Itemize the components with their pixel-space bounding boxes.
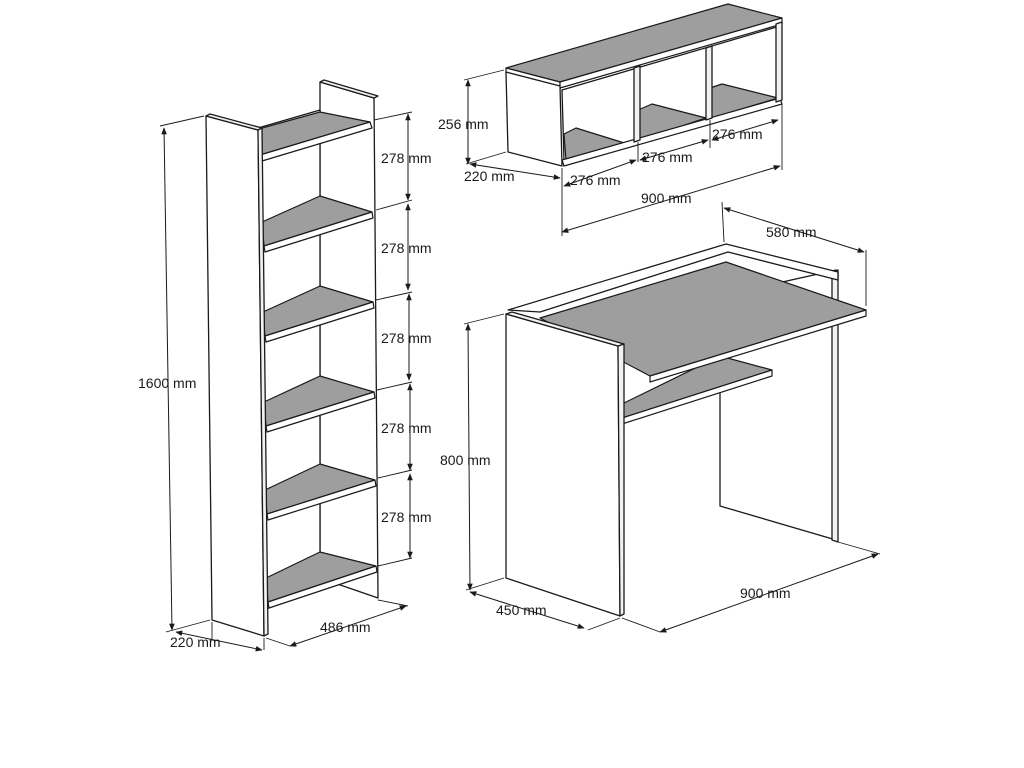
wall-shelf-width-label: 900 mm (641, 190, 692, 206)
wall-shelf-right-edge (775, 21, 783, 103)
desk-depth-dimension-line (723, 207, 865, 253)
bookcase-gap-label: 278 mm (381, 509, 432, 525)
desk: 580 mm 800 mm 450 mm 900 mm (440, 201, 881, 633)
bookcase-shelf-front (264, 301, 375, 343)
bookcase-depth-label: 220 mm (170, 634, 221, 650)
desk-side-depth-dimension-line (469, 591, 585, 629)
wall-shelf-depth-label: 220 mm (464, 168, 515, 184)
bookcase-width-label: 486 mm (320, 619, 371, 635)
desk-left-leg-top-edge (505, 311, 625, 347)
bookcase-shelf-front (263, 211, 374, 253)
bookcase-shelf-front (267, 565, 378, 609)
bookcase-shelf-gap-dimensions: 278 mm 278 mm 278 mm 278 mm 278 mm (373, 111, 432, 567)
desk-height-label: 800 mm (440, 452, 491, 468)
bookcase-gap-label: 278 mm (381, 420, 432, 436)
bookcase-right-side-panel (319, 81, 379, 599)
bookcase-right-side-edge (319, 79, 379, 99)
bookcase-shelf-front (265, 391, 376, 433)
bookcase-left-side-thickness (257, 127, 269, 637)
desk-width-label: 900 mm (740, 585, 791, 601)
wall-shelf-divider (633, 65, 641, 143)
bookcase-gap-label: 278 mm (381, 150, 432, 166)
wall-shelf: 256 mm 220 mm 276 mm 276 mm 276 mm 900 m… (438, 3, 783, 236)
bookcase-depth-dimension-line (175, 630, 263, 652)
desk-side-depth-label: 450 mm (496, 602, 547, 618)
wall-shelf-divider (705, 45, 713, 121)
wall-shelf-compartment-dimension-line (711, 119, 779, 141)
desk-width-dimension-line (659, 553, 879, 633)
bookcase-shelves (247, 111, 378, 609)
bookcase-gap-label: 278 mm (381, 330, 432, 346)
wall-shelf-compartment-dimension-line (639, 139, 709, 161)
wall-shelf-height-label: 256 mm (438, 116, 489, 132)
wall-shelf-compartment-label: 276 mm (712, 126, 763, 142)
desk-top-front (649, 309, 867, 383)
wall-shelf-left-panel (505, 71, 563, 167)
wall-shelf-depth-dimension-line (469, 162, 561, 180)
bookcase-height-dimension-line (161, 127, 175, 631)
desk-depth-label: 580 mm (766, 224, 817, 240)
bookcase-height-label: 1600 mm (138, 375, 196, 391)
bookcase-left-side-panel (205, 115, 265, 637)
bookcase-width-dimension-line (289, 605, 407, 647)
desk-height-dimension-line (465, 323, 473, 591)
bookcase: 1600 mm 220 mm 486 mm 278 mm 278 mm 278 … (138, 79, 432, 652)
bookcase-gap-label: 278 mm (381, 240, 432, 256)
desk-left-leg-panel (505, 313, 621, 617)
wall-shelf-compartment-label: 276 mm (570, 172, 621, 188)
wall-shelf-width-dimension-line (561, 165, 781, 233)
wall-shelf-compartment-label: 276 mm (642, 149, 693, 165)
bookcase-shelf-front (266, 479, 377, 521)
